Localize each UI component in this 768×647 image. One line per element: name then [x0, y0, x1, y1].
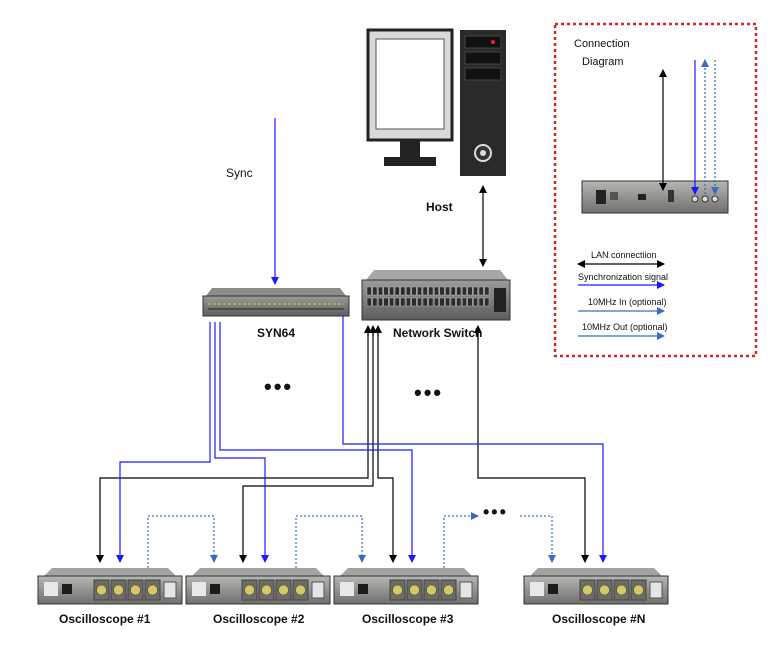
switch-port	[445, 286, 450, 296]
sync-osc1	[116, 322, 211, 563]
sync-osc2	[214, 322, 269, 563]
oscilloscope-unit	[333, 568, 479, 605]
switch-port	[411, 286, 417, 296]
switch-port	[372, 286, 378, 296]
switch-port	[406, 297, 411, 307]
switch-port	[484, 297, 490, 307]
switch-port	[378, 297, 383, 307]
switch-port	[394, 297, 400, 307]
sync-oscN	[342, 316, 607, 563]
legend-10mhz-in-label: 10MHz In (optional)	[588, 297, 667, 307]
connection-title-line2: Diagram	[582, 56, 624, 68]
switch-port	[422, 297, 428, 307]
scope-ellipsis: •••	[483, 502, 508, 522]
syn64-unit	[202, 288, 350, 317]
oscilloscope-label-1: Oscilloscope #1	[59, 612, 151, 626]
ref-2-3	[295, 515, 366, 572]
switch-port	[428, 297, 434, 307]
switch-port	[450, 286, 456, 296]
switch-port	[366, 297, 372, 307]
switch-port	[366, 286, 372, 296]
switch-port	[478, 286, 484, 296]
ref-1-2	[147, 515, 218, 572]
ref-3-dots	[443, 512, 479, 572]
host-computer	[366, 28, 506, 176]
syn64-label: SYN64	[257, 326, 296, 340]
switch-port	[400, 297, 406, 307]
switch-port	[467, 297, 473, 307]
switch-port	[394, 286, 400, 296]
switch-port	[383, 297, 389, 307]
sync-label: Sync	[226, 166, 253, 180]
switch-port	[484, 286, 490, 296]
switch-port	[473, 297, 478, 307]
switch-port	[434, 286, 439, 296]
ref-dots-N	[520, 515, 556, 563]
sync-osc3	[219, 322, 416, 563]
switch-port	[456, 286, 462, 296]
switch-port	[456, 297, 462, 307]
switch-port	[422, 286, 428, 296]
network-switch	[361, 270, 511, 321]
switch-port	[478, 297, 484, 307]
lan-osc3	[377, 330, 397, 563]
switch-ellipsis: •••	[414, 380, 444, 405]
lan-osc1	[96, 330, 369, 563]
lan-oscN	[477, 330, 589, 563]
oscilloscope-unit	[37, 568, 183, 605]
oscilloscope-label-2: Oscilloscope #2	[213, 612, 305, 626]
switch-port	[417, 297, 422, 307]
oscilloscope-label-n: Oscilloscope #N	[552, 612, 646, 626]
oscilloscope-group	[37, 568, 669, 605]
oscilloscope-unit	[523, 568, 669, 605]
switch-port	[428, 286, 434, 296]
oscilloscope-label-3: Oscilloscope #3	[362, 612, 454, 626]
switch-port	[389, 297, 394, 307]
connection-diagram-box	[553, 22, 758, 358]
switch-port	[383, 286, 389, 296]
switch-port	[389, 286, 394, 296]
switch-port	[462, 286, 467, 296]
legend-lan-label: LAN connectiion	[591, 250, 657, 260]
switch-port	[400, 286, 406, 296]
switch-port	[450, 297, 456, 307]
host-label: Host	[426, 200, 453, 214]
switch-port	[439, 286, 445, 296]
switch-port	[462, 297, 467, 307]
network-switch-label: Network Switch	[393, 326, 483, 340]
rear-panel-device	[581, 180, 729, 214]
legend-10mhz-out-label: 10MHz Out (optional)	[582, 322, 668, 332]
switch-port	[406, 286, 411, 296]
syn64-ellipsis: •••	[264, 374, 294, 399]
switch-port	[434, 297, 439, 307]
pc-tower	[460, 30, 506, 176]
switch-port	[467, 286, 473, 296]
monitor	[366, 28, 454, 166]
switch-port	[473, 286, 478, 296]
switch-port	[417, 286, 422, 296]
switch-port	[378, 286, 383, 296]
connection-lines	[96, 118, 607, 572]
switch-port	[411, 297, 417, 307]
connection-title-line1: Connection	[574, 38, 630, 50]
switch-uplink-ports	[494, 288, 506, 312]
switch-port	[372, 297, 378, 307]
oscilloscope-unit	[185, 568, 331, 605]
switch-port	[439, 297, 445, 307]
lan-osc2	[239, 330, 374, 563]
switch-port	[445, 297, 450, 307]
legend-sync-label: Synchronization signal	[578, 272, 669, 282]
